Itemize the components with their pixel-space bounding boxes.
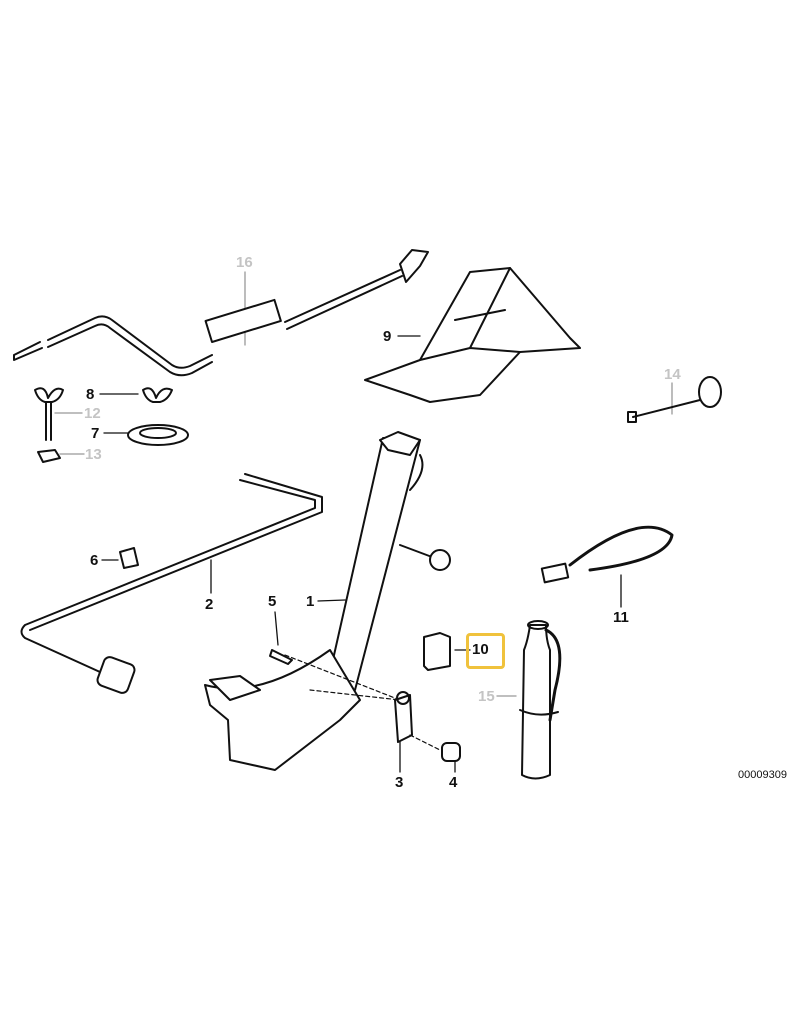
clip-part-drawing (423, 632, 451, 671)
part-label-5[interactable]: 5 (268, 593, 277, 610)
part-label-11[interactable]: 11 (613, 609, 629, 626)
part-label-15[interactable]: 15 (478, 688, 495, 705)
part-label-10[interactable]: 10 (472, 641, 489, 658)
wing-bolt-drawing (34, 387, 189, 463)
part-label-6[interactable]: 6 (90, 552, 99, 569)
part-label-3[interactable]: 3 (395, 774, 404, 791)
diagram-reference-number: 00009309 (738, 769, 787, 781)
part-label-14[interactable]: 14 (664, 366, 681, 383)
jack-rod-drawing (20, 473, 323, 694)
fasteners-drawing (269, 649, 461, 762)
part-label-7[interactable]: 7 (91, 425, 100, 442)
part-label-13[interactable]: 13 (85, 446, 102, 463)
inflator-bottle-drawing (519, 620, 562, 780)
jack-drawing (204, 431, 451, 771)
part-label-8[interactable]: 8 (86, 386, 95, 403)
part-label-1[interactable]: 1 (306, 593, 315, 610)
tow-loop-drawing (540, 525, 674, 584)
part-label-4[interactable]: 4 (449, 774, 458, 791)
leader-lines (54, 271, 673, 773)
part-label-12[interactable]: 12 (84, 405, 101, 422)
hook-drawing (627, 376, 722, 423)
crank-handle-drawing (13, 249, 429, 377)
part-label-2[interactable]: 2 (205, 596, 214, 613)
wheel-chock-drawing (364, 267, 581, 403)
highlight-box (466, 633, 505, 669)
part-label-9[interactable]: 9 (383, 328, 392, 345)
part-label-16[interactable]: 16 (236, 254, 253, 271)
